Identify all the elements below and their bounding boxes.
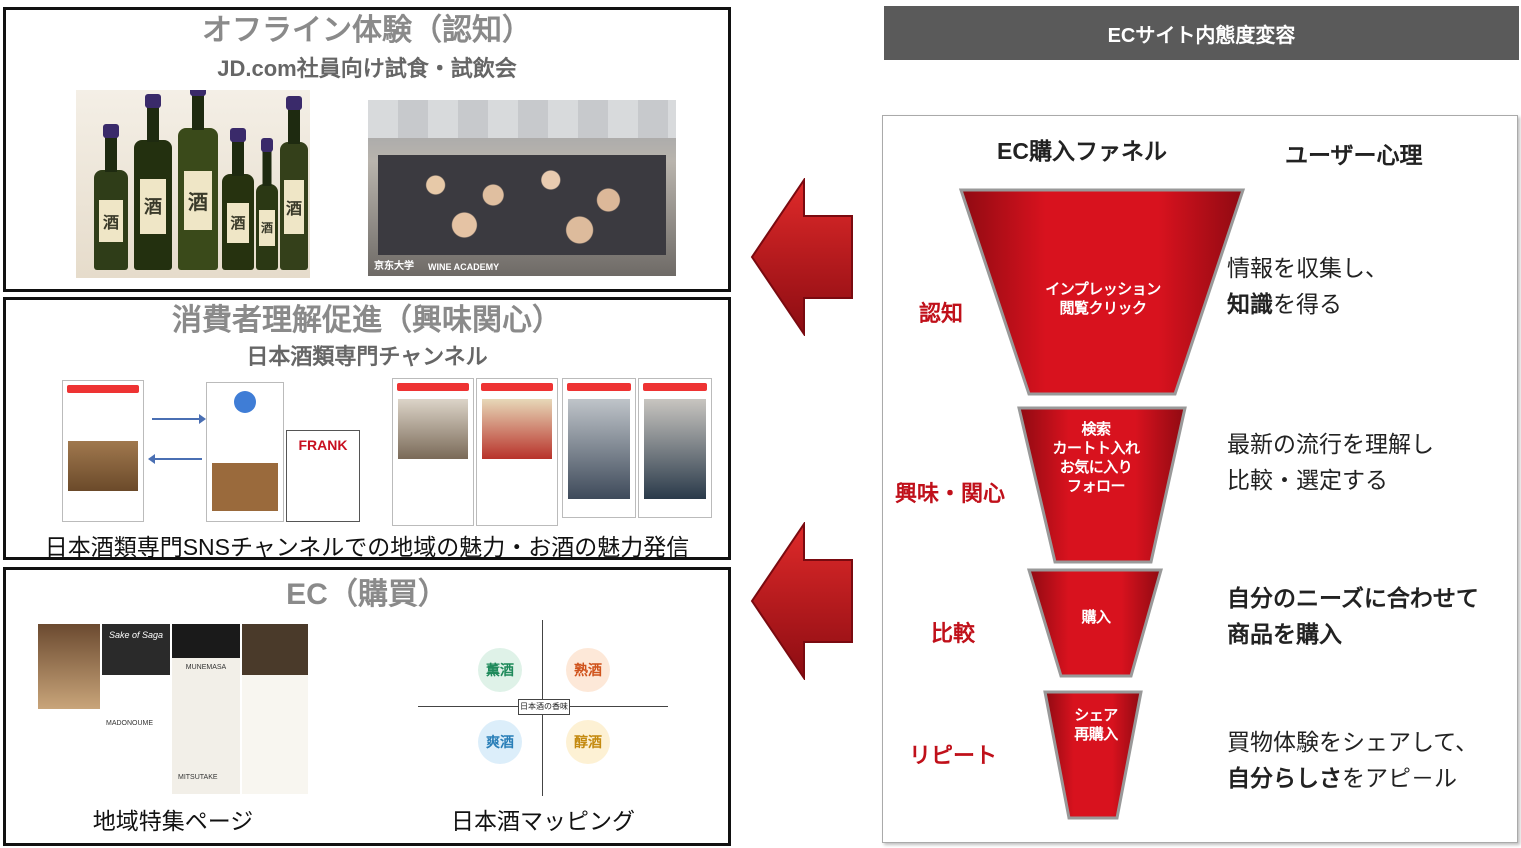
- kunshu-label: 薫酒: [478, 648, 522, 692]
- psy-line: 知識を得る: [1227, 286, 1388, 322]
- flow-arrow: [152, 414, 206, 424]
- consumer-subtitle: 日本酒類専門チャンネル: [246, 344, 488, 369]
- funnel-text-repeat: シェア 再購入: [1033, 706, 1159, 744]
- junshu-label: 醇酒: [566, 720, 610, 764]
- funnel-line: インプレッション: [1045, 281, 1161, 298]
- sake-mapping-caption: 日本酒マッピング: [451, 808, 635, 834]
- psy-rest: をアピ－ル: [1342, 765, 1457, 791]
- arrow-to-ec-icon: [750, 522, 853, 680]
- bottle-label: 酒: [184, 170, 212, 231]
- consumer-panel: 消費者理解促進（興味関心） 日本酒類専門チャンネル FRANK 日本酒類専門SN…: [3, 297, 731, 560]
- funnel-stage-repeat: [1043, 690, 1143, 820]
- funnel-line: フォロー: [1066, 478, 1126, 495]
- madonoume-label: MADONOUME: [106, 720, 154, 727]
- jukushu-label: 熟酒: [566, 648, 610, 692]
- flow-arrow: [152, 458, 202, 460]
- sns-post-screenshot: [562, 378, 636, 518]
- psychology-column-header: ユーザー心理: [1285, 142, 1423, 168]
- psy-line: 情報を収集し、: [1227, 255, 1388, 281]
- ec-title: EC（購買）: [286, 578, 448, 611]
- funnel-line: 閲覧クリック: [1059, 300, 1147, 317]
- funnel-line: 購入: [1081, 609, 1111, 626]
- funnel-line: カートト入れ: [1052, 440, 1140, 457]
- psychology-interest: 最新の流行を理解し 比較・選定する: [1227, 426, 1434, 498]
- funnel-line: 検索: [1081, 421, 1111, 438]
- red-account-screenshot: [206, 382, 284, 522]
- stage-repeat: リピート: [909, 743, 998, 768]
- consumer-title: 消費者理解促進（興味関心）: [172, 304, 562, 337]
- funnel-text-interest: 検索 カートト入れ お気に入り フォロー: [1033, 420, 1159, 496]
- psy-bold: 知識: [1227, 291, 1273, 317]
- psychology-awareness: 情報を収集し、 知識を得る: [1227, 250, 1388, 322]
- bottle-label: 酒: [284, 180, 304, 235]
- bottle-label: 酒: [139, 179, 167, 234]
- map-center-label: 日本酒の香味: [518, 699, 570, 715]
- sns-post-screenshot: [476, 378, 558, 526]
- soushu-label: 爽酒: [478, 720, 522, 764]
- offline-panel: オフライン体験（認知） JD.com社員向け試食・試飲会 酒 酒 酒 酒 酒 酒…: [3, 7, 731, 292]
- psy-rest: を得る: [1273, 291, 1342, 317]
- psy-line: 比較・選定する: [1227, 467, 1388, 493]
- stage-interest: 興味・関心: [895, 481, 1006, 506]
- funnel-box: EC購入ファネル ユーザー心理 インプレッション 閲覧クリック 検索 カートト入…: [882, 115, 1518, 843]
- ec-panel: EC（購買） Sake of Saga MUNEMASA MADONOUME M…: [3, 567, 731, 846]
- attitude-change-header: ECサイト内態度変容: [884, 6, 1519, 60]
- funnel-stage-awareness: [958, 188, 1246, 396]
- offline-title: オフライン体験（認知）: [202, 14, 532, 47]
- psy-line: 自分らしさをアピ－ル: [1227, 760, 1478, 796]
- psy-line: 買物体験をシェアして、: [1227, 729, 1479, 755]
- sns-post-screenshot: [638, 378, 712, 518]
- purchase-funnel: [958, 188, 1246, 820]
- saga-page-title: Sake of Saga: [108, 630, 164, 640]
- funnel-stage-interest: [1017, 406, 1187, 564]
- munemasa-page-title: MUNEMASA: [185, 664, 227, 671]
- sake-flavor-map: 薫酒 熟酒 爽酒 醇酒 日本酒の香味: [418, 620, 668, 796]
- funnel-line: シェア: [1074, 707, 1118, 724]
- wine-academy-logo: WINE ACADEMY: [428, 262, 500, 272]
- offline-subtitle: JD.com社員向け試食・試飲会: [217, 56, 517, 81]
- frank-speech-box: FRANK: [286, 430, 360, 522]
- regional-feature-page-collage: Sake of Saga MUNEMASA MADONOUME MITSUTAK…: [38, 624, 308, 794]
- jd-university-logo: 京东大学: [374, 261, 414, 272]
- funnel-stage-purchase: [1026, 568, 1163, 678]
- psychology-comparison: 自分のニーズに合わせて 商品を購入: [1227, 580, 1479, 652]
- frank-logo: FRANK: [298, 437, 348, 453]
- sns-post-screenshot: [392, 378, 474, 526]
- regional-page-caption: 地域特集ページ: [92, 808, 254, 834]
- funnel-line: お気に入り: [1059, 459, 1133, 476]
- psy-bold: 自分のニーズに合わせて: [1227, 585, 1479, 611]
- stage-comparison: 比較: [931, 621, 976, 646]
- funnel-column-header: EC購入ファネル: [997, 138, 1167, 164]
- arrow-to-offline-icon: [750, 178, 853, 336]
- funnel-text-purchase: 購入: [1033, 608, 1159, 627]
- stage-awareness: 認知: [919, 301, 964, 326]
- mitsutake-label: MITSUTAKE: [178, 774, 218, 781]
- psychology-repeat: 買物体験をシェアして、 自分らしさをアピ－ル: [1227, 724, 1478, 796]
- funnel-text-awareness: インプレッション 閲覧クリック: [1023, 280, 1183, 318]
- bottle-label: 酒: [259, 209, 275, 246]
- psy-bold: 商品を購入: [1227, 621, 1342, 647]
- sake-bottles-photo: 酒 酒 酒 酒 酒 酒: [76, 90, 310, 278]
- consumer-caption: 日本酒類専門SNSチャンネルでの地域の魅力・お酒の魅力発信: [44, 534, 690, 560]
- psy-bold: 自分らしさ: [1227, 765, 1342, 791]
- bottle-label: 酒: [226, 202, 250, 244]
- tasting-event-photo: 京东大学 WINE ACADEMY: [368, 100, 676, 276]
- ec-site-screenshot: [62, 380, 144, 522]
- funnel-line: 再購入: [1074, 726, 1118, 743]
- bottle-label: 酒: [99, 200, 123, 242]
- psy-line: 最新の流行を理解し: [1227, 431, 1434, 457]
